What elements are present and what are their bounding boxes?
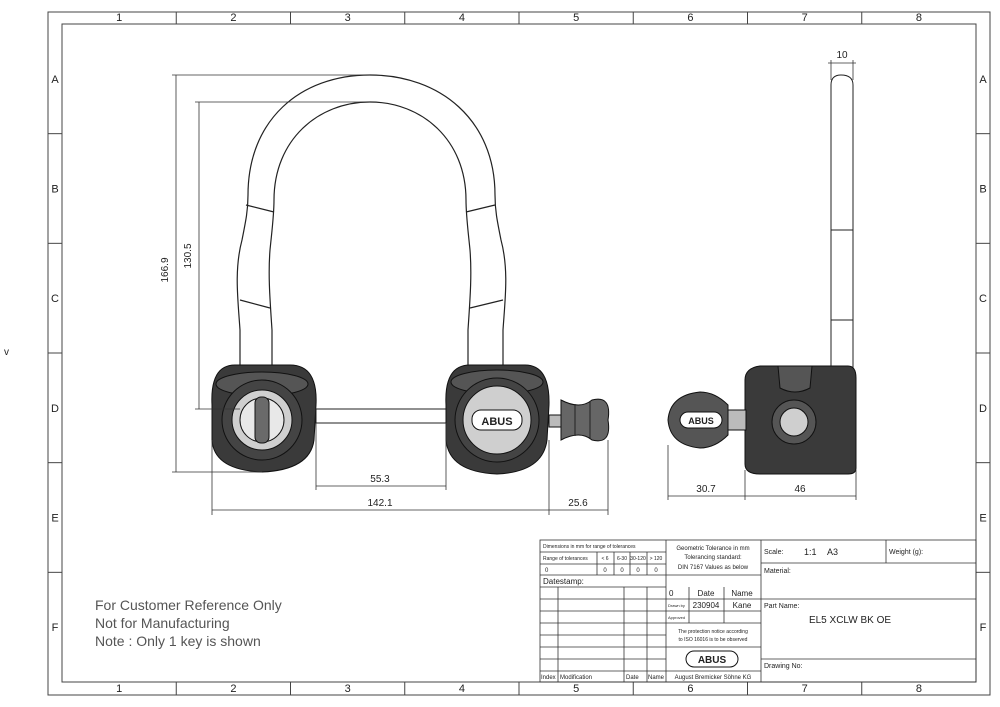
shackle bbox=[236, 74, 507, 370]
grid-col-label: 4 bbox=[459, 683, 465, 695]
company-logo bbox=[685, 650, 739, 668]
company-name: August Bremicker Söhne KG bbox=[675, 675, 752, 681]
lock-body-right: ABUS bbox=[445, 364, 550, 475]
tol-range-label: Range of tolerances bbox=[543, 556, 588, 562]
tol-range: 6-30 bbox=[617, 556, 627, 562]
note-customer-reference: For Customer Reference Only bbox=[95, 597, 282, 613]
grid-col-label: 2 bbox=[230, 683, 236, 695]
footer-index: Index bbox=[541, 675, 556, 681]
grid-row-label: A bbox=[979, 74, 987, 86]
drawing-no-label: Drawing No: bbox=[764, 663, 803, 670]
grid-col-label: 1 bbox=[116, 12, 122, 24]
dim-side-key: 30.7 bbox=[696, 484, 716, 495]
geo-tol-line-1: Geometric Tolerance in mm bbox=[676, 546, 749, 552]
tol-value: 0 bbox=[620, 568, 624, 574]
tol-values: 0 0 0 0 0 bbox=[545, 568, 658, 574]
part-name: EL5 XCLW BK OE bbox=[809, 615, 891, 626]
grid-row-label: F bbox=[52, 622, 59, 634]
company-logo-text: ABUS bbox=[698, 655, 727, 666]
grid-col-label: 7 bbox=[802, 683, 808, 695]
dim-top-width: 10 bbox=[836, 50, 848, 61]
key-front bbox=[548, 398, 610, 442]
geo-tol-line-2: Tolerancing standard: bbox=[684, 555, 742, 561]
abus-logo-text: ABUS bbox=[481, 416, 512, 428]
grid-row-label: C bbox=[51, 293, 59, 305]
dim-inner-height: 130.5 bbox=[183, 243, 194, 268]
tol-header: Dimensions in mm for range of tolerances bbox=[543, 544, 636, 550]
grid-ticks bbox=[48, 12, 990, 695]
datestamp-label: Datestamp: bbox=[543, 577, 584, 586]
side-view: ABUS bbox=[667, 74, 857, 475]
grid-row-label: E bbox=[979, 513, 986, 525]
grid-col-label: 4 bbox=[459, 12, 465, 24]
protection-line-2: to ISO 16016 is to be observed bbox=[679, 637, 748, 643]
crossbar bbox=[315, 408, 447, 424]
geo-tol-line-3: DIN 7167 Values as below bbox=[678, 565, 749, 571]
grid-col-label: 5 bbox=[573, 683, 579, 695]
key-logo-text: ABUS bbox=[688, 416, 714, 426]
weight-label: Weight (g): bbox=[889, 549, 923, 556]
rev-index: 0 bbox=[669, 589, 674, 598]
grid-col-label: 3 bbox=[345, 683, 351, 695]
keyway-icon bbox=[254, 396, 270, 444]
grid-col-label: 8 bbox=[916, 12, 922, 24]
abus-logo bbox=[471, 409, 523, 431]
sheet-size: A3 bbox=[827, 547, 838, 557]
protection-line-1: The protection notice according bbox=[678, 629, 748, 635]
footer-name: Name bbox=[648, 675, 665, 681]
grid-row-label: B bbox=[979, 184, 986, 196]
drawn-by-label: Drawn by bbox=[668, 603, 685, 608]
note-not-manufacturing: Not for Manufacturing bbox=[95, 615, 230, 631]
dim-inner-width: 55.3 bbox=[370, 474, 390, 485]
grid-row-label: A bbox=[51, 74, 59, 86]
footer-modification: Modification bbox=[560, 675, 592, 681]
dim-overall-width: 142.1 bbox=[367, 498, 392, 509]
drawn-name: Kane bbox=[733, 601, 752, 610]
dimension-lines-front bbox=[172, 74, 609, 515]
part-name-label: Part Name: bbox=[764, 603, 799, 610]
tol-range: < 6 bbox=[601, 556, 608, 562]
grid-col-label: 6 bbox=[687, 12, 693, 24]
scale-value: 1:1 bbox=[804, 547, 817, 557]
name-label: Name bbox=[731, 589, 753, 598]
grid-row-label: B bbox=[51, 184, 58, 196]
grid-row-label: D bbox=[979, 403, 987, 415]
tol-range: 30-120 bbox=[630, 556, 646, 562]
grid-row-label: E bbox=[51, 513, 58, 525]
grid-row-label: C bbox=[979, 293, 987, 305]
grid-col-label: 7 bbox=[802, 12, 808, 24]
footer-date: Date bbox=[626, 675, 639, 681]
lock-body-left bbox=[211, 364, 317, 473]
scale-label: Scale: bbox=[764, 549, 784, 556]
dimension-lines-side bbox=[667, 60, 857, 500]
tol-range: > 120 bbox=[650, 556, 663, 562]
dim-overall-height: 166.9 bbox=[160, 257, 171, 282]
grid-col-label: 5 bbox=[573, 12, 579, 24]
grid-col-label: 8 bbox=[916, 683, 922, 695]
dim-key-length: 25.6 bbox=[568, 498, 588, 509]
grid-col-label: 1 bbox=[116, 683, 122, 695]
drawn-date: 230904 bbox=[693, 601, 720, 610]
note-one-key: Note : Only 1 key is shown bbox=[95, 633, 261, 649]
tol-value: 0 bbox=[545, 568, 549, 574]
grid-row-label: D bbox=[51, 403, 59, 415]
edge-mark: v bbox=[4, 347, 9, 358]
tol-value: 0 bbox=[603, 568, 607, 574]
grid-row-label: F bbox=[980, 622, 987, 634]
grid-col-label: 2 bbox=[230, 12, 236, 24]
grid-col-label: 6 bbox=[687, 683, 693, 695]
dim-side-depth: 46 bbox=[794, 484, 806, 495]
title-block bbox=[539, 539, 977, 683]
date-label: Date bbox=[698, 589, 715, 598]
tol-value: 0 bbox=[654, 568, 658, 574]
grid-col-label: 3 bbox=[345, 12, 351, 24]
approved-label: Approved bbox=[668, 615, 685, 620]
tol-value: 0 bbox=[636, 568, 640, 574]
material-label: Material: bbox=[764, 568, 791, 575]
